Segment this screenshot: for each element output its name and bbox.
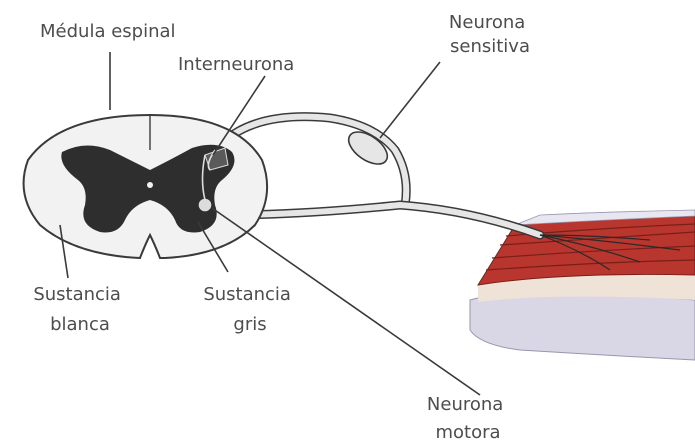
motor-neuron-body <box>198 198 212 212</box>
central-canal <box>147 182 153 188</box>
skin-layer <box>470 293 695 361</box>
label-sustancia-blanca: Sustancia blanca <box>33 284 126 335</box>
label-sustancia-gris: Sustancia gris <box>203 284 296 335</box>
label-neurona-sensitiva: Neurona sensitiva <box>449 12 531 57</box>
muscle-tissue <box>470 210 695 360</box>
label-medula-espinal: Médula espinal <box>40 21 176 42</box>
spinal-cord-section <box>24 115 268 258</box>
leader-sensitiva <box>380 62 440 138</box>
label-neurona-motora: Neurona motora <box>427 394 509 443</box>
label-interneurona: Interneurona <box>178 54 294 75</box>
